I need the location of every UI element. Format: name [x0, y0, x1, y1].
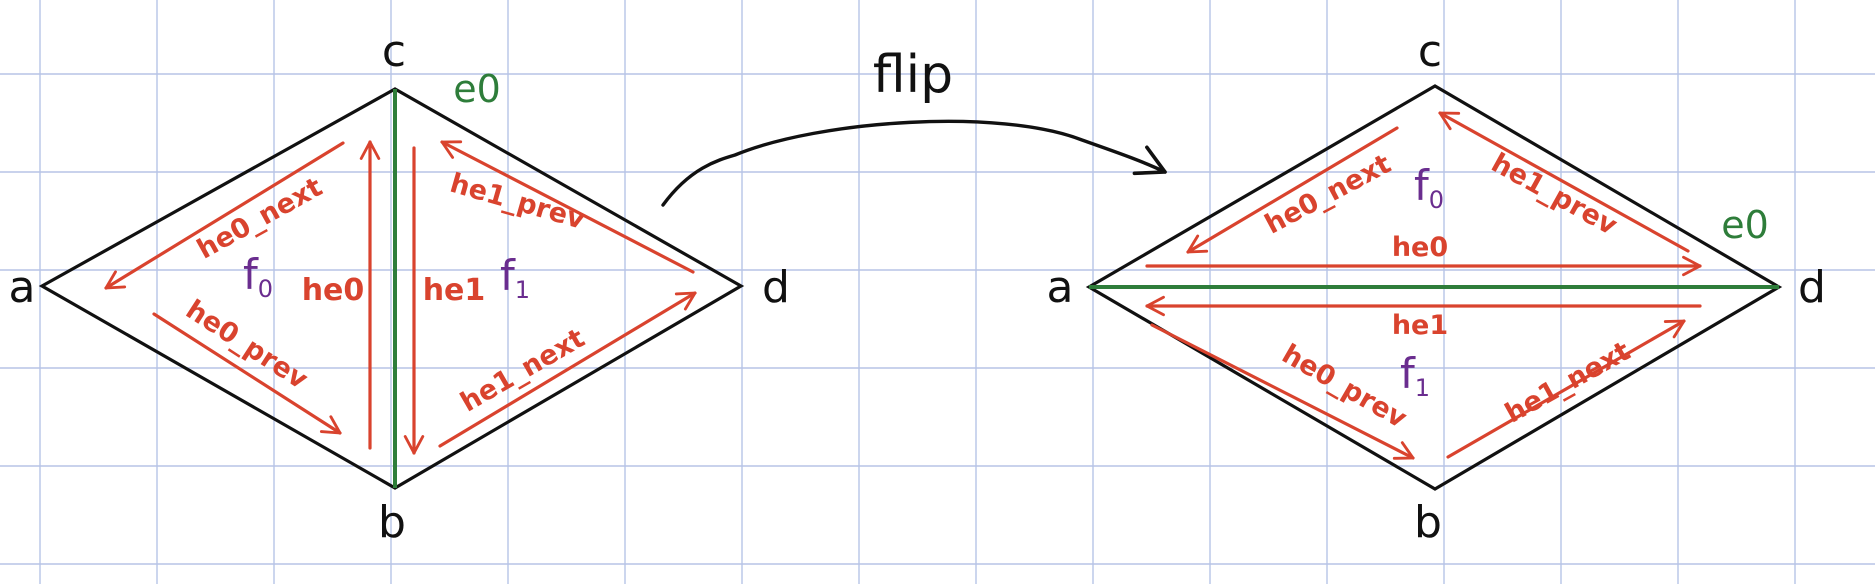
left-vertex-c: c: [382, 26, 406, 77]
right-he1-next-arrow: [1446, 319, 1686, 459]
right-vertex-b: b: [1414, 497, 1442, 548]
left-he1-next-label: he1_next: [455, 323, 590, 419]
left-face-f0: f0: [243, 250, 273, 303]
left-he0-next-label: he0_next: [192, 172, 328, 266]
right-he0-next-arrow: [1186, 126, 1399, 254]
flip-transition: flip: [661, 45, 1167, 207]
right-face-f1: f1: [1400, 349, 1430, 402]
right-he1-prev-arrow: [1438, 111, 1690, 253]
right-he1-prev-label: he1_prev: [1486, 147, 1622, 241]
left-vertex-d: d: [762, 262, 790, 313]
right-he0-prev-label: he0_prev: [1277, 339, 1413, 435]
left-he0-next-arrow: [104, 141, 345, 290]
left-face-f1: f1: [500, 251, 530, 304]
left-vertex-b: b: [378, 497, 406, 548]
right-vertex-a: a: [1047, 262, 1074, 313]
right-edge-label: e0: [1721, 203, 1769, 247]
left-he0-label: he0: [302, 273, 365, 308]
left-he1-label: he1: [423, 273, 486, 308]
right-face-f0: f0: [1414, 161, 1444, 214]
left-edge-label: e0: [453, 67, 501, 111]
right-he0-label: he0: [1392, 232, 1448, 263]
right-he1-label: he1: [1392, 310, 1448, 341]
left-he0-prev-arrow: [152, 312, 342, 435]
right-vertex-c: c: [1418, 26, 1442, 77]
left-he1-prev-label: he1_prev: [447, 168, 589, 236]
left-vertex-a: a: [9, 262, 36, 313]
right-he0-next-label: he0_next: [1260, 148, 1396, 240]
flip-curve-arrow: [661, 119, 1167, 207]
right-vertex-d: d: [1798, 262, 1826, 313]
left-rhombus: [38, 87, 745, 490]
left-he1-prev-arrow: [440, 140, 695, 274]
after-flip: c a d b e0 he0 he1 he0_next he1_prev he0…: [1047, 26, 1826, 548]
before-flip: c a d b e0 he0 he1 he0_next he0_prev he1…: [9, 26, 790, 548]
left-he1-next-arrow: [438, 291, 697, 448]
flip-label: flip: [873, 45, 953, 105]
right-he0-prev-arrow: [1150, 323, 1415, 460]
